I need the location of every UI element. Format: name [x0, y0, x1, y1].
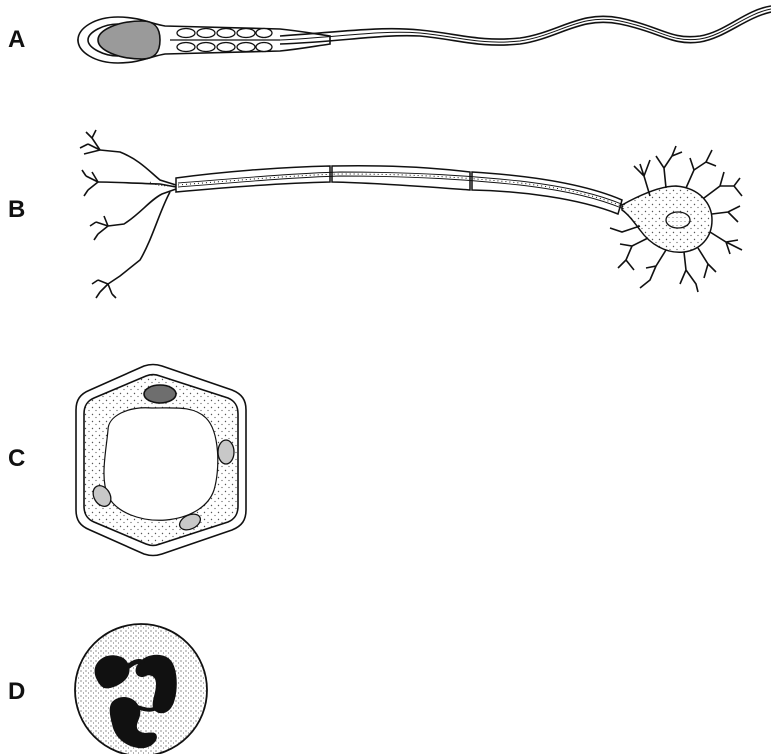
white-blood-cell-icon: [75, 624, 207, 754]
chloroplast: [218, 440, 234, 464]
nerve-cell-icon: [80, 130, 742, 298]
axon-terminals: [80, 130, 176, 298]
sperm-cell-icon: [78, 6, 771, 63]
vacuole: [104, 408, 218, 521]
plant-cell-icon: [76, 365, 246, 556]
plant-nucleus: [144, 385, 176, 403]
